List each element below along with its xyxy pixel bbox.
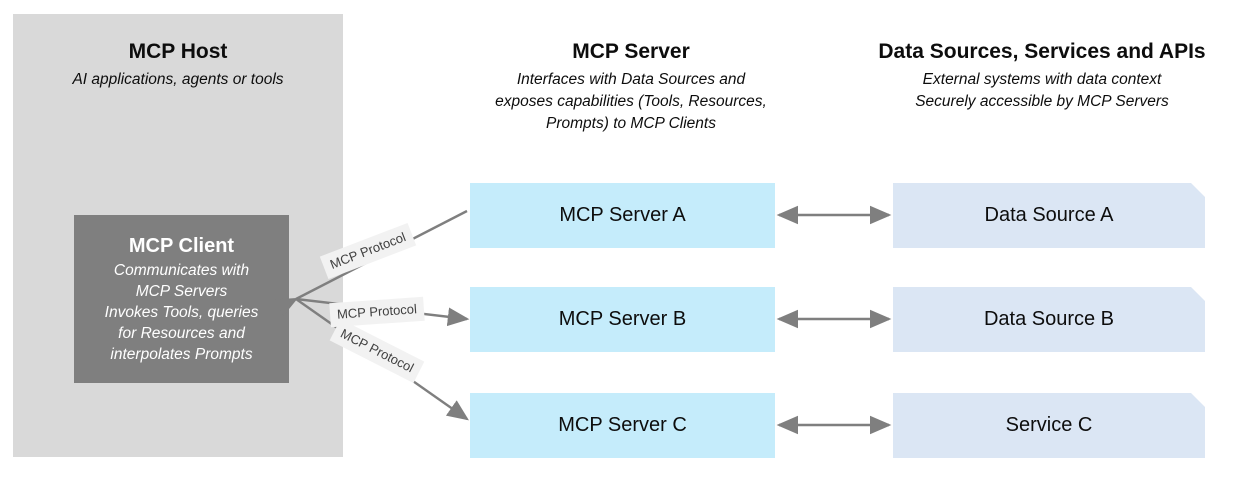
mcp-host-heading: MCP Host AI applications, agents or tool… — [13, 38, 343, 91]
mcp-server-subtitle-line-2: exposes capabilities (Tools, Resources, — [495, 93, 767, 110]
data-sources-subtitle-line-1: External systems with data context — [922, 71, 1162, 88]
mcp-server-a-box[interactable]: MCP Server A — [470, 183, 775, 248]
data-source-a-label: Data Source A — [984, 204, 1114, 226]
mcp-server-b-label: MCP Server B — [558, 308, 687, 330]
service-c-box[interactable]: Service C — [893, 393, 1205, 458]
mcp-client-title: MCP Client — [128, 235, 235, 257]
mcp-server-a-label: MCP Server A — [559, 204, 686, 226]
mcp-client-desc-line-3: Invokes Tools, queries — [104, 304, 259, 321]
data-source-b-box[interactable]: Data Source B — [893, 287, 1205, 352]
mcp-server-c-label: MCP Server C — [558, 414, 687, 436]
mcp-host-subtitle: AI applications, agents or tools — [72, 71, 284, 88]
mcp-server-heading: MCP Server Interfaces with Data Sources … — [452, 38, 810, 135]
mcp-client-box[interactable]: MCP Client Communicates with MCP Servers… — [74, 215, 289, 383]
mcp-server-c-box[interactable]: MCP Server C — [470, 393, 775, 458]
mcp-client-desc-line-4: for Resources and — [118, 325, 245, 342]
mcp-server-b-box[interactable]: MCP Server B — [470, 287, 775, 352]
data-sources-heading: Data Sources, Services and APIs External… — [852, 38, 1232, 113]
mcp-server-subtitle-line-1: Interfaces with Data Sources and — [516, 71, 746, 88]
mcp-server-subtitle: Interfaces with Data Sources and exposes… — [452, 69, 810, 135]
service-c-label: Service C — [1005, 414, 1093, 436]
mcp-client-desc-line-2: MCP Servers — [135, 283, 228, 300]
protocol-label-c: MCP Protocol — [329, 318, 425, 384]
mcp-server-title: MCP Server — [572, 40, 690, 63]
data-sources-subtitle: External systems with data context Secur… — [852, 69, 1232, 113]
mcp-client-desc-line-5: interpolates Prompts — [110, 346, 253, 363]
data-source-b-label: Data Source B — [983, 308, 1115, 330]
data-sources-title: Data Sources, Services and APIs — [878, 40, 1206, 63]
mcp-server-subtitle-line-3: Prompts) to MCP Clients — [546, 115, 716, 132]
server-to-datasource-connectors — [776, 205, 892, 435]
mcp-client-description: Communicates with MCP Servers Invokes To… — [105, 260, 259, 365]
mcp-host-title: MCP Host — [128, 40, 228, 63]
mcp-client-desc-line-1: Communicates with — [113, 262, 250, 279]
data-source-a-box[interactable]: Data Source A — [893, 183, 1205, 248]
data-sources-subtitle-line-2: Securely accessible by MCP Servers — [915, 93, 1169, 110]
